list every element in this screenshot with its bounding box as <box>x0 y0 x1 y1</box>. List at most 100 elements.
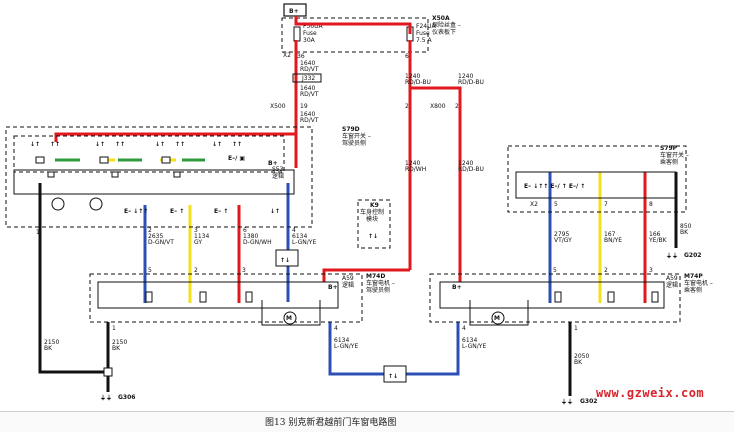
right-motor-bottom-circuit: 6134 <box>462 337 477 344</box>
bcm-title-2: 模块 <box>366 215 378 223</box>
bcm-id: K9 <box>370 202 379 209</box>
motor-symbol-label: M <box>286 315 292 322</box>
left-switch-logic-id: S53 <box>272 166 284 173</box>
center-feed-color-2: RD/WH <box>405 166 426 173</box>
left-motor-pin-4: 4 <box>334 325 338 332</box>
right-switch-connector: X2 <box>530 201 538 208</box>
left-feed-junction: J332 <box>301 75 315 82</box>
fuse-a-symbol <box>293 26 301 42</box>
right-switch-wire-c-color: YE/BK <box>648 237 668 244</box>
left-switch-wire-6-num: 6 <box>243 227 247 234</box>
updown-arrow-icon: ↓↑ <box>30 141 40 148</box>
right-switch-pin-7: 7 <box>604 201 608 208</box>
bottom-connector-arrow-icon: ↑↓ <box>388 373 398 380</box>
right-switch-title-2: 乘客侧 <box>660 158 678 166</box>
resistor-icon <box>651 291 659 303</box>
motor-icon <box>283 311 297 325</box>
fuse-b-id: F24UA <box>416 23 436 30</box>
right-switch-wire-b-color: BN/YE <box>604 237 622 244</box>
right-feed-pin-2: 2 <box>455 103 459 110</box>
lamp-icon <box>89 197 103 211</box>
left-motor-pin-2: 2 <box>194 267 198 274</box>
right-feed-circuit-1: 1240 <box>458 73 473 80</box>
figure-caption: 图13 别克新君越前门车窗电路图 <box>0 411 734 432</box>
left-motor-title-2: 驾驶员侧 <box>366 286 390 294</box>
right-window-motor: M74P 车窗电机 – 乘客侧 A59 逻辑 B+ 5 2 3 4 1 M 61… <box>429 267 713 406</box>
motor-relay-bracket <box>469 300 529 326</box>
pin-arrow-icon: E– ↑ <box>170 208 184 215</box>
left-switch-title-1: 车窗开关 – <box>342 132 371 140</box>
left-switch-wire-2-num: 2 <box>148 227 152 234</box>
left-switch-title-2: 驾驶员侧 <box>342 139 366 147</box>
fuse-block-title-1: 保险丝盒 – <box>432 21 461 29</box>
pin-arrow-icon: ↓↑ <box>270 208 280 215</box>
battery-label: B+ <box>289 8 299 15</box>
right-motor-title-1: 车窗电机 – <box>684 279 713 287</box>
center-feed-circuit-1: 1240 <box>405 73 420 80</box>
left-motor-ground-circuit: 2150 <box>112 339 127 346</box>
right-switch-ground-circuit: 850 <box>680 223 692 230</box>
wire-red-to-right-motor <box>410 86 462 282</box>
fuse-a-rating: 30A <box>303 37 316 44</box>
left-switch-wire-6-color: D-GN/WH <box>243 239 272 246</box>
left-motor-pin-5: 5 <box>148 267 152 274</box>
left-motor-ground-color: BK <box>112 345 121 352</box>
ground-symbol-icon: ⏚⏚ <box>100 395 112 402</box>
fuse-block-connector: X2 <box>283 52 291 59</box>
right-switch-pin-5: 5 <box>554 201 558 208</box>
fuse-pin-6: 6 <box>405 53 409 60</box>
updown-arrow-icon: ↓↑ <box>95 141 105 148</box>
left-motor-pin-3: 3 <box>242 267 246 274</box>
center-feed-circuit-2: 1240 <box>405 160 420 167</box>
left-switch-wire-6-circuit: 1380 <box>243 233 258 240</box>
left-switch-contacts <box>35 156 181 178</box>
right-motor-pin-2: 2 <box>604 267 608 274</box>
updown-arrow-icon: ↓↑ <box>212 141 222 148</box>
left-motor-logic <box>97 281 339 309</box>
left-switch-lamps <box>51 197 103 211</box>
right-motor-id: M74P <box>684 273 703 280</box>
right-switch-arrow-icons: E– ↓↑↑ E–∕ ↑ E–∕ ↑ <box>524 183 585 190</box>
right-switch-outline <box>507 145 687 213</box>
right-motor-pin-4: 4 <box>462 325 466 332</box>
left-feed-color-2: RD/VT <box>300 91 319 98</box>
right-switch-wire-b-circuit: 167 <box>604 231 616 238</box>
up-arrow-icon: ↑↑ <box>115 141 125 148</box>
resistor-icon <box>607 291 615 303</box>
right-switch-wire-c-circuit: 166 <box>649 231 661 238</box>
left-switch-wire-3-num: 3 <box>194 227 198 234</box>
left-window-switch: S79D 车窗开关 – 驾驶员侧 S53 逻辑 B+ ↓↑ ↑↑ ↓↑ ↑↑ ↓… <box>5 126 371 246</box>
wire-red-bplus <box>294 16 412 34</box>
left-motor-title-1: 车窗电机 – <box>366 279 395 287</box>
figure-caption-text: 图13 别克新君越前门车窗电路图 <box>265 418 397 428</box>
switch-contact-icon <box>173 171 181 178</box>
pin-arrow-icon: E– ↓↑↑ <box>124 208 148 215</box>
center-feed-labels: 1240 RD/D-BU 2 X800 2 1240 RD/WH 1240 RD… <box>405 73 484 173</box>
left-feed-color-3: RD/VT <box>300 117 319 124</box>
right-feed-color-1: RD/D-BU <box>458 79 484 86</box>
up-arrow-icon: ↑↑ <box>232 141 242 148</box>
fuse-a-id: F56UA <box>303 23 323 30</box>
wire-black-left-ground <box>38 183 105 374</box>
lamp-icon <box>51 197 65 211</box>
right-motor-bottom-color: L-GN/YE <box>462 343 486 350</box>
left-feed-color-1: RD/VT <box>300 66 319 73</box>
fuse-block-id: X50A <box>432 15 450 22</box>
right-switch-ground-id: G202 <box>684 252 701 259</box>
right-motor-logic <box>439 281 665 309</box>
left-feed-circuit-1: 1640 <box>300 60 315 67</box>
left-ground-id: G306 <box>118 394 135 401</box>
left-switch-pin-1: 1 <box>36 229 40 236</box>
wire-red-to-left-motor <box>322 268 410 282</box>
right-switch-title-1: 车窗开关 – <box>660 151 689 159</box>
body-control-module: K9 车身控制 模块 ↑↓ ↑↓ ↑↓ <box>275 199 407 383</box>
switch-contact-icon <box>161 156 171 164</box>
left-switch-id: S79D <box>342 126 360 133</box>
resistor-icon <box>554 291 562 303</box>
left-feed-circuit-2: 1640 <box>300 85 315 92</box>
left-switch-wire-2-circuit: 2635 <box>148 233 163 240</box>
right-motor-pin-3: 3 <box>649 267 653 274</box>
left-motor-outline <box>89 273 363 323</box>
right-motor-pin-5: 5 <box>553 267 557 274</box>
